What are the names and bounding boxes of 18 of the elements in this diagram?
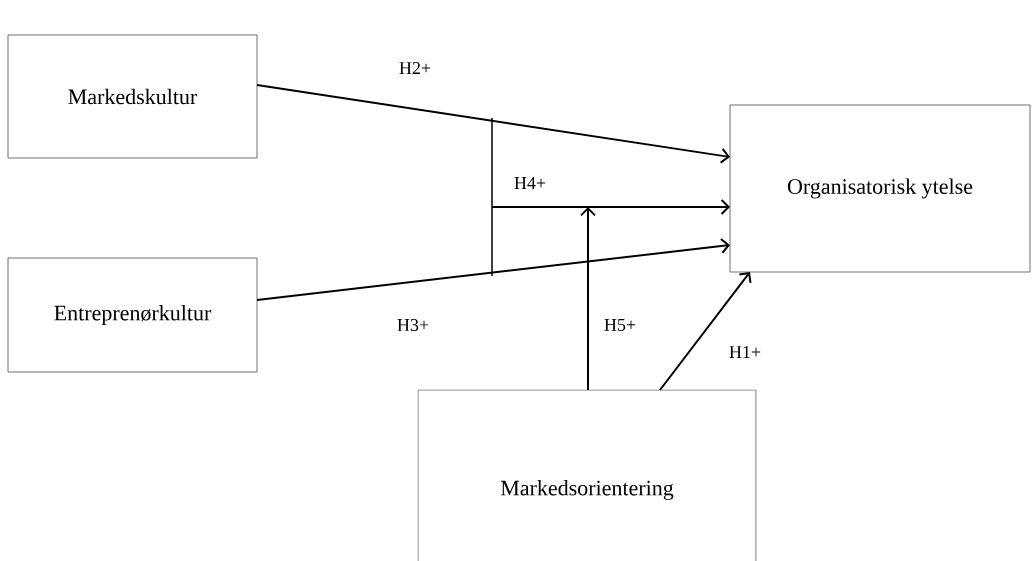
concept-label: Markedskultur [68,88,198,105]
arrow [491,199,730,215]
arrow [256,84,730,164]
arrow [256,238,730,301]
concept-label: Markedsorientering [500,480,674,500]
edge-label: H4+ [512,176,548,190]
arrow [659,272,752,391]
edge-label: H3+ [395,317,431,333]
concept-label: Organisatorisk ytelse [787,178,973,199]
concept-box [7,34,258,159]
concept-box [417,389,757,561]
arrow [580,207,596,391]
edge-label: H1+ [727,345,763,359]
concept-box [7,257,258,373]
edge-label: H2+ [397,61,433,75]
concept-box [729,104,1031,273]
edge-label: H5+ [602,318,638,332]
concept-label: Entreprenørkultur [54,305,212,325]
